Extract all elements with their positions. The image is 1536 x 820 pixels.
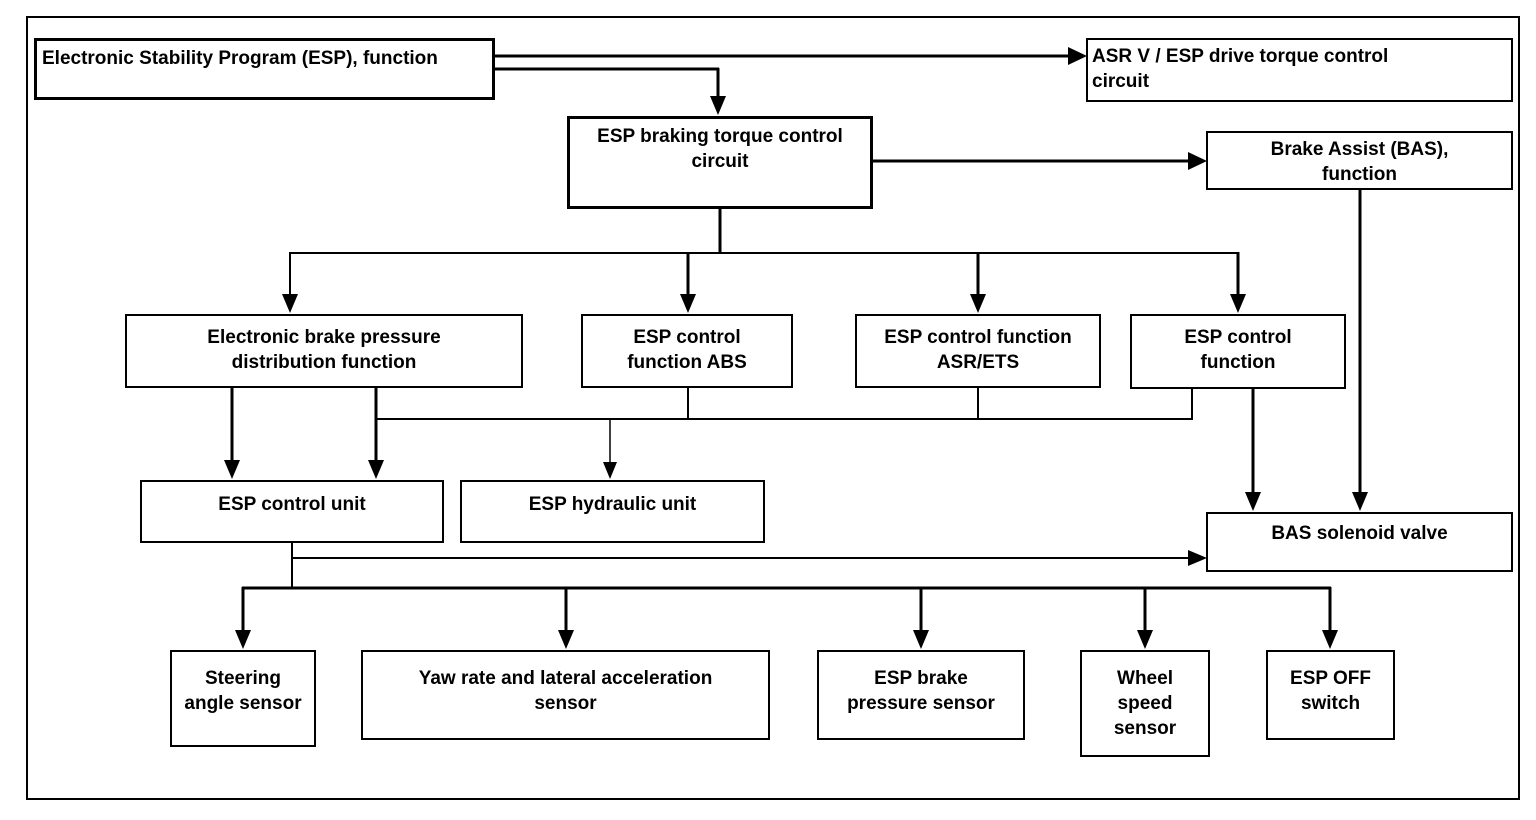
node-esp-hydraulic-unit: ESP hydraulic unit (460, 480, 765, 543)
node-esp-control-unit: ESP control unit (140, 480, 444, 543)
node-esp-control-function-abs: ESP control function ABS (581, 314, 793, 388)
node-brake-assist-function: Brake Assist (BAS), function (1206, 131, 1513, 190)
node-esp-function: Electronic Stability Program (ESP), func… (34, 38, 495, 100)
node-wheel-speed-sensor: Wheel speed sensor (1080, 650, 1210, 757)
node-yaw-rate-lateral-acceleration-sensor: Yaw rate and lateral acceleration sensor (361, 650, 770, 740)
node-asr-v-drive-torque-circuit: ASR V / ESP drive torque control circuit (1086, 38, 1513, 102)
node-esp-control-function-asr-ets: ESP control function ASR/ETS (855, 314, 1101, 388)
node-esp-control-function: ESP control function (1130, 314, 1346, 389)
node-esp-brake-pressure-sensor: ESP brake pressure sensor (817, 650, 1025, 740)
node-esp-off-switch: ESP OFF switch (1266, 650, 1395, 740)
node-electronic-brake-pressure-distribution: Electronic brake pressure distribution f… (125, 314, 523, 388)
node-steering-angle-sensor: Steering angle sensor (170, 650, 316, 747)
node-bas-solenoid-valve: BAS solenoid valve (1206, 512, 1513, 572)
node-esp-braking-torque-circuit: ESP braking torque control circuit (567, 116, 873, 209)
